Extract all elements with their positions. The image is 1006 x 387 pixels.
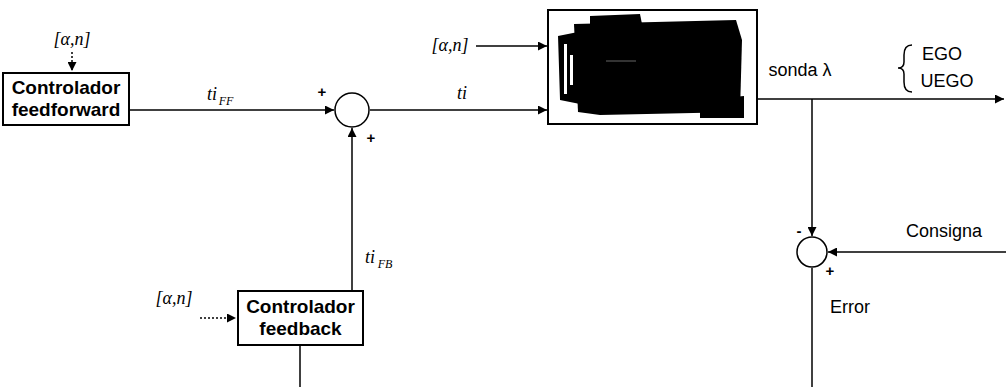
signal-label: FB [378,258,393,271]
signal-label: sonda λ [768,61,831,81]
signal-label: FF [219,95,234,108]
signal-wire [351,128,353,290]
controller-box: Controlador feedforward [2,72,130,126]
engine-frame [548,10,757,124]
signal-label: [α,n] [54,30,91,50]
controller-label: Controlador feedforward [7,77,125,121]
signal-label: UEGO [920,72,973,92]
signal-wire [757,98,1004,100]
signal-wire [828,251,1006,253]
signal-label: ti [457,84,467,104]
signal-label: EGO [922,45,962,65]
engine-detail [570,55,573,85]
engine-detail [564,44,567,94]
signal-wire [299,346,301,387]
engine-detail [590,14,642,26]
scheduling-input [200,317,236,319]
engine-detail [700,96,744,118]
controller-label: Controlador feedback [242,296,359,340]
engine-detail [606,60,636,62]
signal-label: [α,n] [432,36,469,56]
signal-wire [811,268,813,387]
signal-wire [811,99,813,236]
signal-wire [370,109,547,111]
sum-junction [797,237,827,267]
signal-label: + [367,130,376,147]
brace [898,45,912,92]
controller-box: Controlador feedback [237,290,364,346]
engine-input [476,45,547,47]
sum-junction [335,93,369,127]
scheduling-input [71,52,73,71]
signal-label: + [318,84,327,101]
signal-label: ti [365,248,375,268]
signal-label: [α,n] [156,289,193,309]
signal-label: ti [207,85,217,105]
signal-label: - [797,223,802,240]
engine-illustration [548,10,757,124]
signal-label: Consigna [906,222,982,242]
signal-label: + [826,263,835,280]
engine-front [558,32,580,104]
signal-label: Error [830,298,870,318]
signal-wire [128,109,334,111]
